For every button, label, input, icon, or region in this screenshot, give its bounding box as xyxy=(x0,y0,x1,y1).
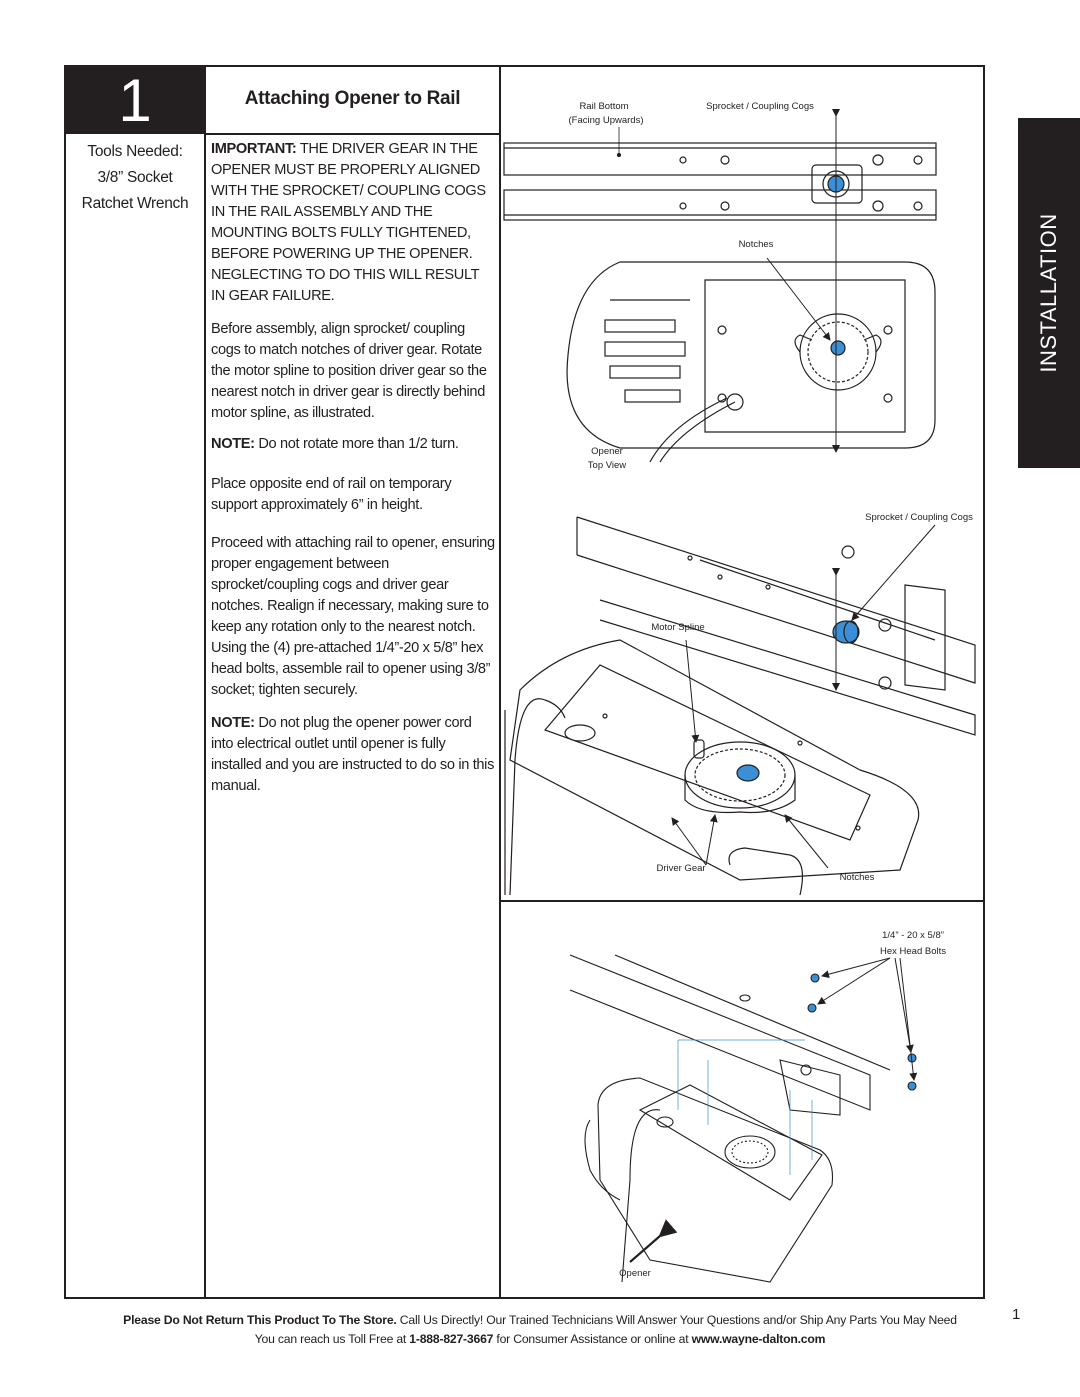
title-divider xyxy=(204,133,500,135)
support-paragraph: Place opposite end of rail on temporary … xyxy=(211,476,452,513)
label-top-view: Top View xyxy=(588,460,627,471)
tool-item-wrench: Ratchet Wrench xyxy=(81,195,189,212)
label-driver-gear: Driver Gear xyxy=(656,863,705,874)
footer-support-text: Call Us Directly! Our Trained Technician… xyxy=(396,1313,957,1327)
power-note: NOTE: Do not plug the opener power cord … xyxy=(211,713,496,797)
perspective-figure xyxy=(504,516,976,896)
label-sprocket-top: Sprocket / Coupling Cogs xyxy=(706,101,814,112)
footer-line-2: You can reach us Toll Free at 1-888-827-… xyxy=(60,1330,1020,1349)
footer-warning: Please Do Not Return This Product To The… xyxy=(123,1313,397,1327)
label-motor-spline: Motor Spline xyxy=(651,622,704,633)
column-divider-left xyxy=(204,65,206,1299)
label-notches-top: Notches xyxy=(739,239,774,250)
figure-divider xyxy=(499,900,985,902)
label-bolts-size: 1/4” - 20 x 5/8” xyxy=(882,930,944,941)
rail-upper xyxy=(503,142,937,176)
top-view-figure xyxy=(503,109,937,463)
alignment-paragraph: Before assembly, align sprocket/ couplin… xyxy=(211,321,487,421)
step-number-badge: 1 xyxy=(66,67,204,134)
footer-online-text: for Consumer Assistance or online at xyxy=(493,1332,692,1346)
label-notches-mid: Notches xyxy=(840,872,875,883)
label-sprocket-mid: Sprocket / Coupling Cogs xyxy=(865,512,973,523)
footer-website-link[interactable]: www.wayne-dalton.com xyxy=(691,1332,826,1346)
note2-label: NOTE: xyxy=(211,715,255,731)
step-number: 1 xyxy=(118,67,152,134)
footer-tollfree-text: You can reach us Toll Free at xyxy=(254,1332,410,1346)
bolt-2 xyxy=(807,1003,817,1013)
footer-phone: 1-888-827-3667 xyxy=(409,1332,494,1346)
bolt-4 xyxy=(907,1081,917,1091)
label-opener-top: Opener xyxy=(591,446,623,457)
tools-heading: Tools Needed: xyxy=(87,143,183,160)
note1-label: NOTE: xyxy=(211,436,255,452)
rail-exploded xyxy=(569,954,871,1111)
driver-gear-exploded xyxy=(724,1135,776,1169)
important-text: THE DRIVER GEAR IN THE OPENER MUST BE PR… xyxy=(211,141,486,304)
label-opener-bottom: Opener xyxy=(619,1268,651,1279)
page-frame xyxy=(64,65,985,1299)
page-number: 1 xyxy=(1012,1306,1021,1323)
footer: Please Do Not Return This Product To The… xyxy=(60,1311,1020,1349)
label-facing-upwards: (Facing Upwards) xyxy=(569,115,644,126)
tool-item-socket: 3/8” Socket xyxy=(97,169,173,186)
opener-body-top xyxy=(566,261,936,449)
step-title: Attaching Opener to Rail xyxy=(244,88,461,109)
tools-needed: Tools Needed: 3/8” Socket Ratchet Wrench xyxy=(66,143,204,221)
label-rail-bottom: Rail Bottom xyxy=(579,101,628,112)
column-divider-right xyxy=(499,65,501,1299)
opener-body-exploded xyxy=(597,1077,834,1283)
note1-text: Do not rotate more than 1/2 turn. xyxy=(254,436,459,452)
note2-text: Do not plug the opener power cord into e… xyxy=(211,715,495,794)
rail-lower xyxy=(503,189,937,221)
instructions: IMPORTANT: THE DRIVER GEAR IN THE OPENER… xyxy=(211,139,496,807)
footer-line-1: Please Do Not Return This Product To The… xyxy=(60,1311,1020,1330)
label-bolts-type: Hex Head Bolts xyxy=(880,946,946,957)
important-label: IMPORTANT: xyxy=(211,141,297,157)
opener-body-perspective xyxy=(509,639,920,881)
exploded-figure xyxy=(569,954,918,1283)
important-warning: IMPORTANT: THE DRIVER GEAR IN THE OPENER… xyxy=(211,139,496,307)
bolt-1 xyxy=(810,973,820,983)
attach-paragraph: Proceed with attaching rail to opener, e… xyxy=(211,535,495,698)
rotation-note: NOTE: Do not rotate more than 1/2 turn. xyxy=(211,434,496,455)
rail-perspective xyxy=(576,516,976,684)
section-tab: INSTALLATION xyxy=(1018,118,1080,468)
